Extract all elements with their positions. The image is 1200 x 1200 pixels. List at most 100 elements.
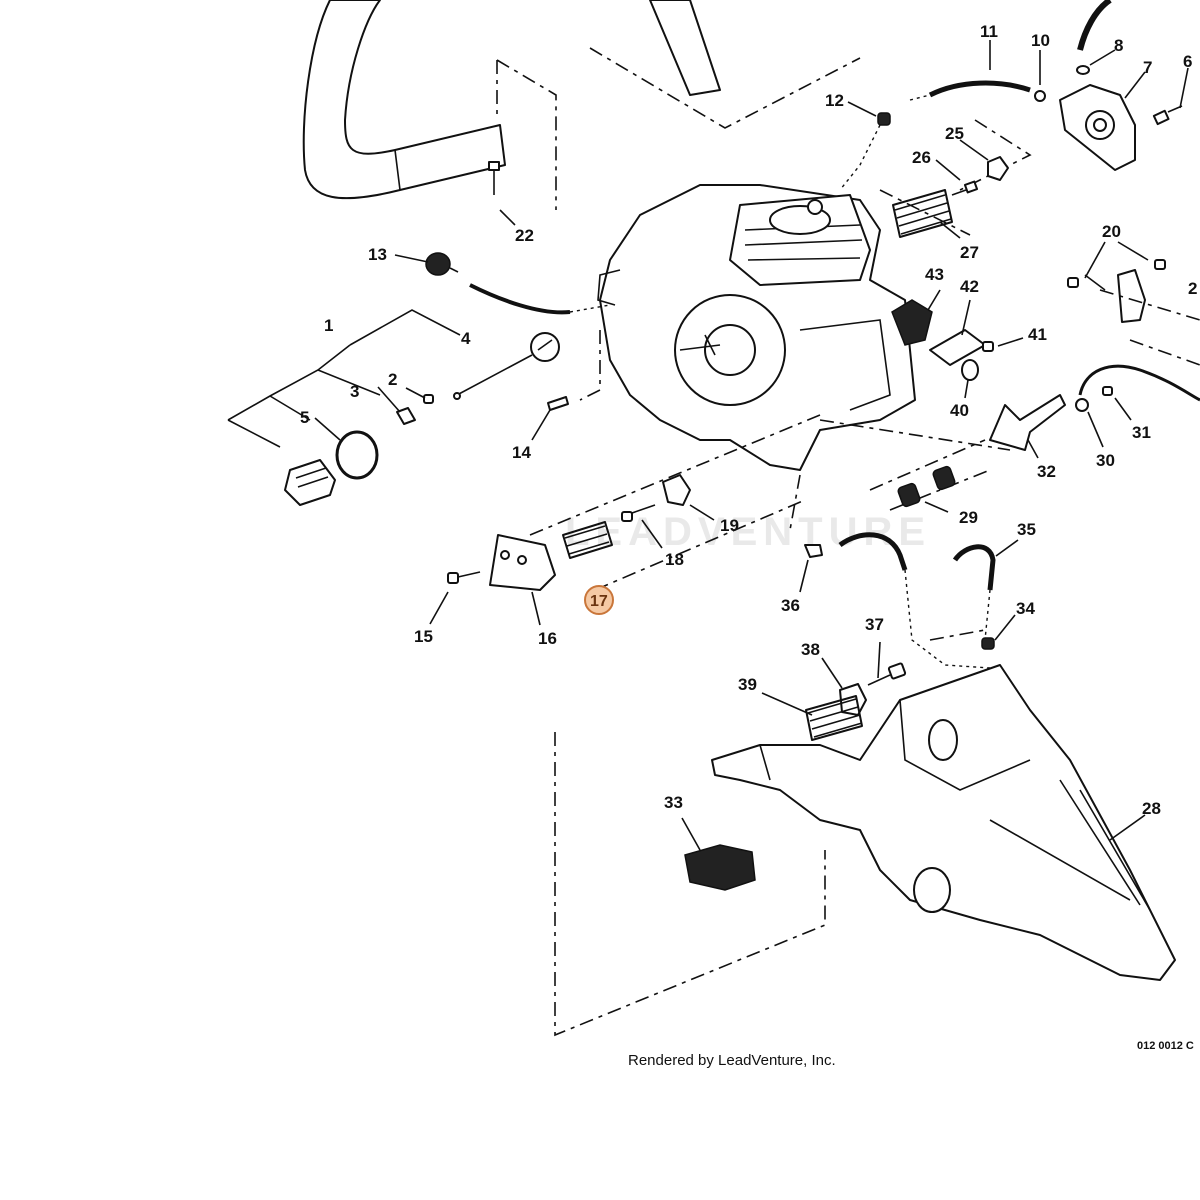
intake-boot-33: [684, 844, 756, 891]
screw-31: [1102, 386, 1113, 396]
callout-1: 1: [324, 316, 333, 335]
hose-top-right: [1077, 0, 1112, 51]
callout-6: 6: [1183, 52, 1192, 71]
screw-20: [1067, 259, 1166, 288]
o-ring-5: [335, 430, 379, 480]
callout-39: 39: [738, 675, 757, 694]
handle-guide-line: [496, 59, 557, 210]
callout-34: 34: [1016, 599, 1035, 618]
screw-26: [951, 180, 979, 196]
spark-cable-dotted: [839, 124, 881, 191]
screw-41: [982, 341, 994, 352]
callout-3: 3: [350, 382, 359, 401]
callout-4: 4: [461, 329, 471, 348]
callout-36: 36: [781, 596, 800, 615]
screw-18: [621, 504, 656, 522]
plug-8: [1076, 65, 1090, 75]
spring-27: [892, 189, 953, 238]
watermark: LEADVENTURE: [565, 510, 931, 554]
callout-18: 18: [665, 550, 684, 569]
buffer-guide-25: [879, 119, 1032, 236]
o-ring-40: [961, 359, 979, 381]
callout-21: 2: [1188, 279, 1197, 298]
callout-30: 30: [1096, 451, 1115, 470]
strap-32: [989, 394, 1066, 451]
callout-28: 28: [1142, 799, 1161, 818]
assembly-1-leaders: [227, 309, 461, 448]
oil-pump-7: [1059, 84, 1136, 171]
buffers-29: [897, 465, 956, 508]
ring-terminal-30: [1075, 398, 1089, 412]
leader-lines: [314, 40, 1189, 851]
grommet-12: [877, 112, 891, 126]
buffer-guide-29: [869, 439, 991, 511]
callout-27: 27: [960, 243, 979, 262]
callout-17-highlighted[interactable]: 17: [584, 585, 614, 615]
callout-16: 16: [538, 629, 557, 648]
buffer-guide-16: [529, 414, 821, 591]
bracket-21: [1117, 269, 1146, 323]
buffer-19: [662, 474, 691, 506]
hose-11: [928, 80, 1031, 98]
diagram-code: 012 0012 C: [1137, 1040, 1194, 1052]
callout-26: 26: [912, 148, 931, 167]
handle-housing-28: [711, 664, 1176, 981]
render-credit: Rendered by LeadVenture, Inc.: [628, 1052, 836, 1069]
callout-20: 20: [1102, 222, 1121, 241]
cable-30: [1078, 364, 1200, 402]
buffer-25: [987, 156, 1009, 181]
callout-42: 42: [960, 277, 979, 296]
screw-2: [423, 394, 434, 404]
spring-17: [562, 521, 613, 559]
callout-2: 2: [388, 370, 397, 389]
callout-22: 22: [515, 226, 534, 245]
callout-7: 7: [1143, 58, 1152, 77]
top-dashed-box: [589, 47, 861, 129]
handle-rod: [649, 0, 721, 96]
callout-labels: 1 2 3 4 5 6 7 8 10 11 12 13 14 15 16 17 …: [300, 22, 1197, 818]
flange-42: [929, 329, 986, 366]
ring-10: [1034, 90, 1046, 102]
callout-33: 33: [664, 793, 683, 812]
callout-5: 5: [300, 408, 309, 427]
housing-guide: [554, 732, 826, 1037]
screw-37: [867, 662, 907, 686]
spring-39: [805, 695, 863, 741]
callout-14: 14: [512, 443, 531, 462]
key-4: [453, 332, 560, 400]
callout-11: 11: [980, 22, 998, 41]
cable-13: [469, 283, 571, 315]
fuel-hose-36: [838, 532, 908, 571]
callout-17[interactable]: 17: [590, 593, 608, 610]
callout-8: 8: [1114, 36, 1123, 55]
callout-13: 13: [368, 245, 387, 264]
intake-boot-43: [891, 299, 933, 346]
callout-41: 41: [1028, 325, 1047, 344]
fuel-hose-35: [952, 544, 996, 591]
callout-15: 15: [414, 627, 433, 646]
grommet-34: [981, 637, 995, 650]
bolt-22: [488, 161, 500, 195]
callout-12: 12: [825, 91, 844, 110]
screw-6: [1152, 105, 1183, 126]
knob-13: [425, 252, 459, 276]
callout-19: 19: [720, 516, 739, 535]
callout-29: 29: [959, 508, 978, 527]
callout-32: 32: [1037, 462, 1056, 481]
callout-10: 10: [1031, 31, 1050, 50]
front-handle-bar: [302, 0, 506, 200]
callout-31: 31: [1132, 423, 1151, 442]
clip-3: [396, 407, 416, 425]
callout-35: 35: [1017, 520, 1036, 539]
engine-crankcase: [597, 184, 916, 471]
cap-5: [284, 459, 336, 506]
screw-15: [447, 571, 481, 584]
callout-40: 40: [950, 401, 969, 420]
callout-37: 37: [865, 615, 884, 634]
callout-43: 43: [925, 265, 944, 284]
elbow-36: [804, 544, 823, 558]
callout-38: 38: [801, 640, 820, 659]
callout-25: 25: [945, 124, 964, 143]
screw-14: [547, 396, 569, 411]
